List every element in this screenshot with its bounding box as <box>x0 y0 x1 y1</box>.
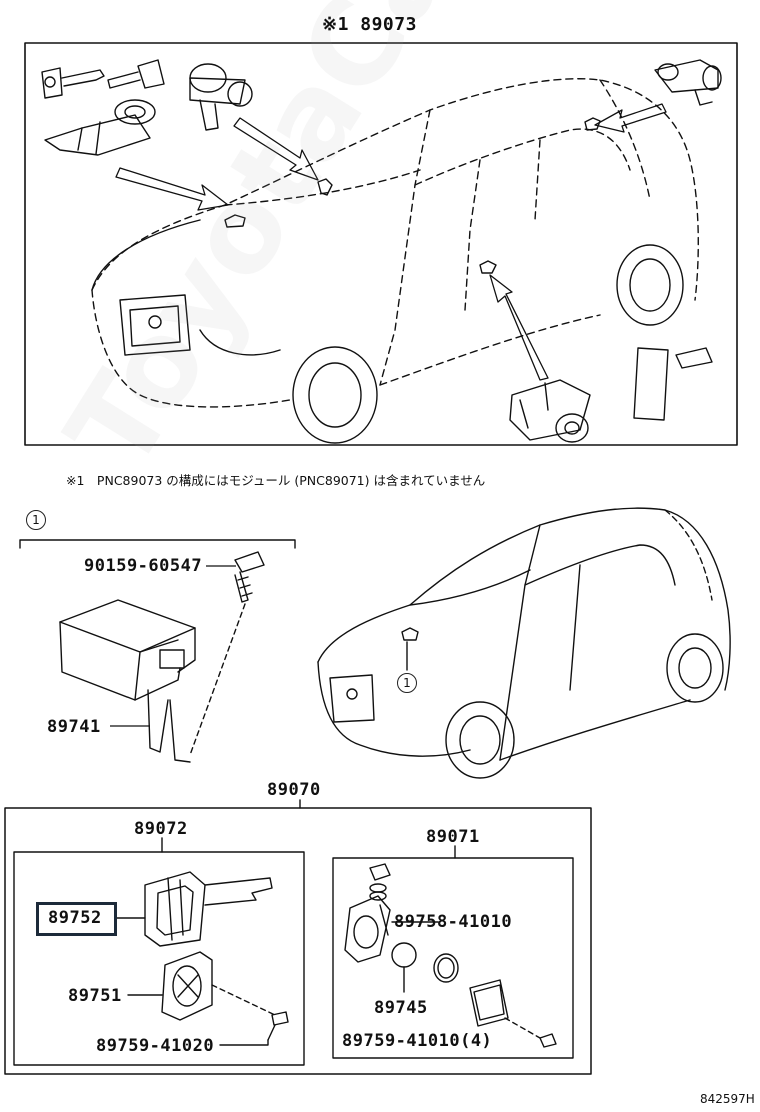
top-mid-part <box>189 63 253 131</box>
top-car-solid <box>91 219 684 444</box>
top-left-parts <box>41 59 165 156</box>
group-marker-1: 1 <box>26 510 46 530</box>
part-label-key-plate[interactable]: 89751 <box>68 986 122 1006</box>
top-door-lock <box>509 379 591 443</box>
module-ring <box>433 953 459 983</box>
part-label-module-seal[interactable]: 89758-41010 <box>394 912 513 932</box>
ecu-module <box>59 599 196 763</box>
card-part <box>633 347 669 421</box>
transponder-key <box>144 871 273 947</box>
key-screw <box>211 984 289 1041</box>
footnote: ※1 PNC89073 の構成にはモジュール (PNC89071) は含まれてい… <box>66 473 486 488</box>
kit-89070-frame <box>4 807 592 1075</box>
part-label-module-set[interactable]: 89071 <box>426 827 480 847</box>
part-label-transponder[interactable]: 89752 <box>48 908 102 928</box>
bolt-90159 <box>189 551 265 756</box>
highlight-box <box>36 902 117 936</box>
part-label-module[interactable]: 89741 <box>47 717 101 737</box>
module-cover <box>469 979 509 1027</box>
part-label-key-screw[interactable]: 89759-41020 <box>96 1036 215 1056</box>
part-label-key-set[interactable]: 89072 <box>134 819 188 839</box>
key-set-frame <box>13 851 305 1066</box>
part-label-chip[interactable]: 89745 <box>374 998 428 1018</box>
top-kit-code: ※1 89073 <box>322 14 417 35</box>
middle-car <box>317 507 731 779</box>
chip-89745 <box>391 942 417 968</box>
top-frame <box>24 42 738 446</box>
leader-89759-41020 <box>219 1039 269 1046</box>
drawing-ref-code: 842597H <box>700 1092 755 1106</box>
top-car <box>91 78 699 408</box>
part-label-bolt[interactable]: 90159-60547 <box>84 556 203 576</box>
key-plate <box>161 951 213 1021</box>
module-housing <box>344 895 391 963</box>
key-blank <box>675 347 713 369</box>
module-screw <box>504 1017 557 1048</box>
module-set-frame <box>332 857 574 1059</box>
top-arrows <box>115 103 667 381</box>
group-bracket <box>19 539 296 549</box>
module-small-parts <box>369 863 391 901</box>
top-right-part <box>654 59 722 106</box>
car-marker-1: 1 <box>397 673 417 693</box>
part-label-module-screw[interactable]: 89759-41010(4) <box>342 1031 493 1051</box>
part-label-kit[interactable]: 89070 <box>267 780 321 800</box>
